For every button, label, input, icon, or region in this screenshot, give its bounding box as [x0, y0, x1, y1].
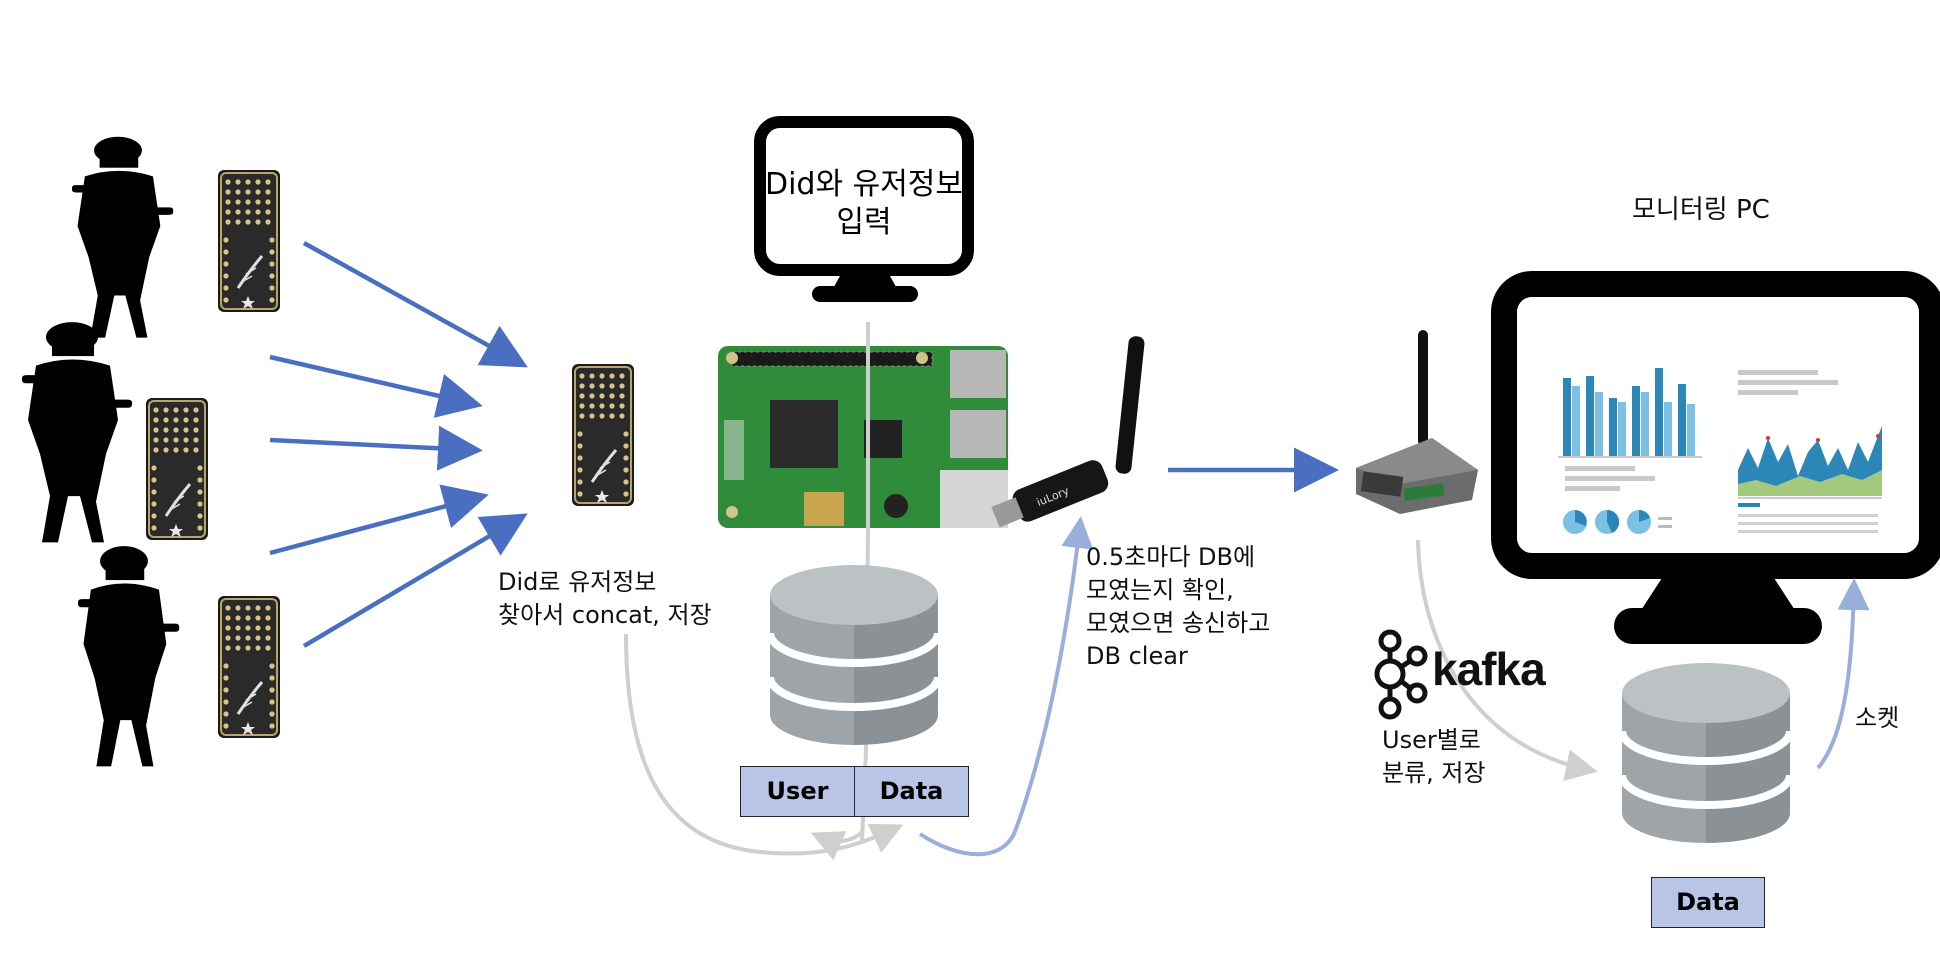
kafka-logo-icon [1374, 629, 1428, 720]
soldier-silhouette [72, 136, 174, 338]
feather-board-icon [216, 594, 282, 740]
soldier-silhouette [22, 322, 132, 543]
concat-save-arrow [624, 633, 904, 856]
arrow [269, 425, 483, 471]
dashboard-area-chart [1738, 370, 1882, 533]
input-monitor-icon [754, 116, 974, 302]
lora-dongle-icon: iuLory [991, 336, 1145, 528]
input-monitor-label: Did와 유저정보 입력 [764, 166, 964, 242]
arrow [302, 513, 528, 648]
db-user-lookup-arrow [810, 830, 864, 861]
db-data-column-label: Data [854, 766, 969, 817]
socket-arrow [1816, 578, 1870, 770]
kafka-database-icon [1622, 663, 1790, 843]
socket-label: 소켓 [1855, 704, 1900, 732]
concat-save-note: Did로 유저정보 찾아서 concat, 저장 [498, 568, 712, 629]
transmit-arrows [269, 241, 528, 648]
db-to-dongle-arrow [918, 516, 1094, 857]
db-user-column-label: User [740, 766, 855, 817]
feather-board-icon [144, 396, 210, 542]
receiver-feather-board-icon [570, 362, 636, 508]
arrow [302, 241, 528, 368]
kafka-db-data-label: Data [1651, 877, 1765, 928]
gateway-to-kafka-db-arrow [1416, 539, 1598, 781]
input-monitor-text: Did와 유저정보 입력 [764, 167, 963, 240]
raspberry-pi-icon [718, 346, 1008, 528]
arrow [269, 354, 483, 418]
feather-board-icon [216, 168, 282, 314]
soldier-silhouette [78, 546, 180, 767]
arrow [269, 484, 489, 556]
monitoring-pc-title: 모니터링 PC [1632, 195, 1770, 225]
lora-gateway-icon [1356, 330, 1478, 514]
dashboard-bar-chart [1558, 368, 1702, 534]
db-check-send-note: 0.5초마다 DB에 모였는지 확인, 모였으면 송신하고 DB clear [1086, 543, 1271, 670]
database-icon [770, 565, 938, 745]
kafka-classify-note: User별로 분류, 저장 [1382, 726, 1486, 787]
kafka-logo-text: kafka [1432, 643, 1546, 695]
